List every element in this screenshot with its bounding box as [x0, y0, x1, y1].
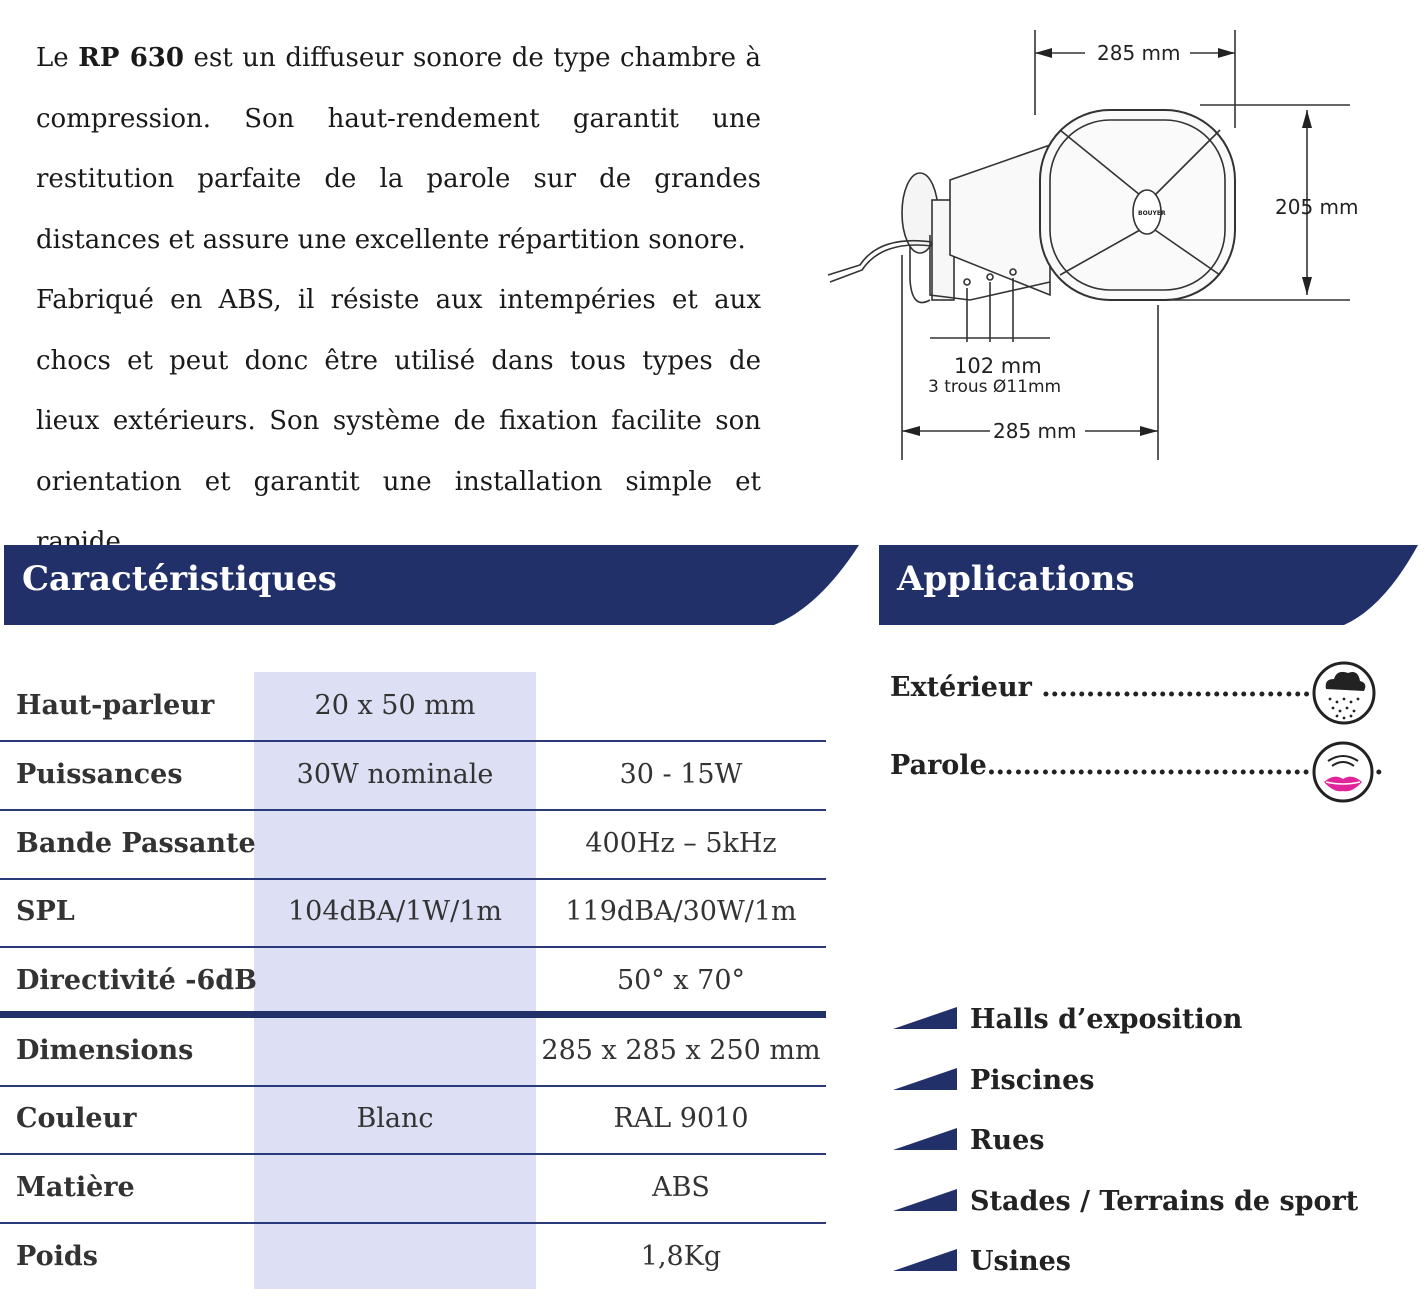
table-row: Couleur Blanc RAL 9010 — [0, 1085, 826, 1155]
venue-item: Stades / Terrains de sport — [970, 1186, 1359, 1217]
table-row: Poids 1,8Kg — [16, 1241, 722, 1272]
venue-item: Usines — [970, 1246, 1072, 1277]
table-row: Bande Passante 400Hz – 5kHz — [0, 810, 826, 880]
applications-title: Applications — [897, 559, 1135, 599]
table-row: Directivité -6dB 50° x 70° — [0, 947, 826, 1018]
rain-cloud-icon — [1312, 661, 1376, 725]
speaking-lips-icon — [1312, 741, 1374, 803]
caracteristiques-title: Caractéristiques — [22, 559, 337, 599]
dim-width-top: 285 mm — [1097, 41, 1181, 65]
product-name: RP 630 — [78, 43, 184, 73]
applications-banner: Applications — [879, 545, 1419, 625]
triangle-bullet-icon — [893, 1007, 957, 1029]
triangle-bullet-icon — [893, 1249, 957, 1271]
venue-item: Piscines — [970, 1065, 1095, 1096]
venue-item: Rues — [970, 1125, 1045, 1156]
banner-shape — [879, 545, 1418, 625]
table-row: Haut-parleur 20 x 50 mm — [0, 672, 826, 742]
intro-paragraph-1: Le RP 630 est un diffuseur sonore de typ… — [36, 43, 762, 255]
intro-text: Le RP 630 est un diffuseur sonore de typ… — [36, 28, 761, 573]
application-parole: Parole…………………………………….. — [890, 750, 1384, 781]
table-row: SPL 104dBA/1W/1m 119dBA/30W/1m — [0, 878, 826, 948]
application-exterieur: Extérieur ………………………………. — [890, 672, 1375, 703]
speaker-dimension-drawing: 285 mm 205 mm 102 mm 3 trous Ø11mm 285 m… — [827, 30, 1359, 460]
table-row: Matière ABS — [0, 1154, 826, 1224]
table-row: Dimensions 285 x 285 x 250 mm — [0, 1017, 826, 1087]
banner-shape — [4, 545, 859, 625]
intro-paragraph-2: Fabriqué en ABS, il résiste aux intempér… — [36, 285, 761, 557]
highlight-column — [254, 672, 536, 1289]
dim-width-bottom: 285 mm — [993, 419, 1077, 443]
brand-logo: BOUYER — [1138, 210, 1166, 217]
triangle-bullet-icon — [893, 1189, 957, 1211]
triangle-bullet-icon — [893, 1128, 957, 1150]
venue-item: Halls d’exposition — [970, 1004, 1243, 1035]
dim-holes-spacing: 102 mm — [954, 354, 1042, 378]
caracteristiques-banner: Caractéristiques — [4, 545, 860, 625]
dim-holes-note: 3 trous Ø11mm — [928, 377, 1061, 397]
dim-height-right: 205 mm — [1275, 195, 1359, 219]
table-row: Puissances 30W nominale 30 - 15W — [0, 741, 826, 811]
triangle-bullet-icon — [893, 1068, 957, 1090]
